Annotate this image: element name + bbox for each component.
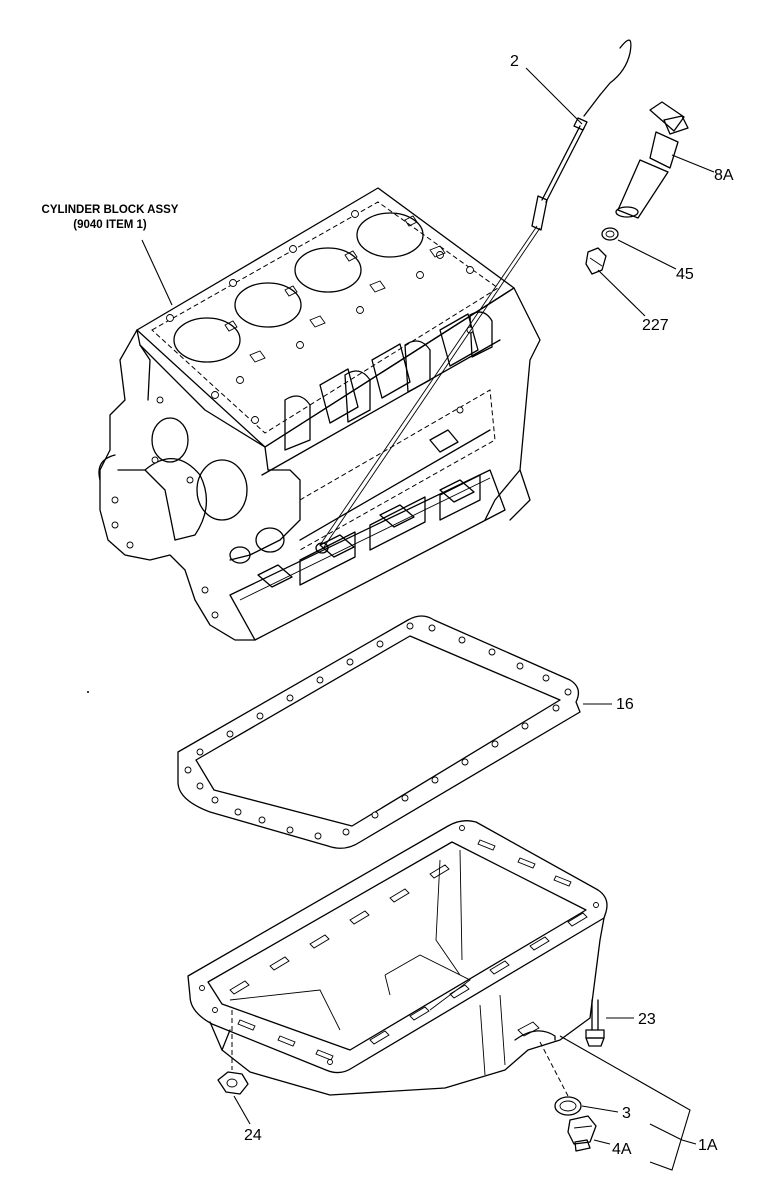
drain-centerline	[539, 1041, 569, 1097]
assembly-subtitle: (9040 ITEM 1)	[73, 219, 147, 231]
callout-45: 45	[676, 266, 694, 283]
callout-1a: 1A	[698, 1137, 718, 1154]
guide-tube-leader	[671, 154, 715, 173]
bolt-227	[585, 247, 607, 275]
assembly-leader	[141, 239, 173, 306]
callout-23: 23	[638, 1011, 656, 1028]
washer-3	[554, 1096, 582, 1116]
callout-24: 24	[244, 1127, 262, 1144]
callout-227: 227	[642, 317, 669, 334]
kit-bracket-1a	[559, 1035, 697, 1171]
callout-8a: 8A	[714, 167, 734, 184]
guide-tube	[615, 101, 689, 219]
callout-16: 16	[616, 696, 634, 713]
oil-pan	[187, 820, 608, 1096]
o-ring-leader	[617, 239, 677, 270]
dipstick-leader	[525, 67, 583, 125]
nut-leader	[233, 1095, 251, 1125]
assembly-title: CYLINDER BLOCK ASSY	[42, 204, 179, 216]
oil-pan-gasket	[177, 615, 581, 849]
callout-2: 2	[510, 53, 519, 70]
stray-dot	[87, 691, 89, 693]
o-ring-45	[601, 227, 619, 241]
nut-24	[217, 1071, 249, 1095]
bolt-23	[585, 999, 605, 1047]
bolt-227-leader	[597, 269, 646, 317]
plug-leader	[593, 1139, 611, 1145]
drain-plug-4a	[567, 1115, 597, 1152]
callout-3: 3	[622, 1105, 631, 1122]
dipstick	[319, 39, 632, 548]
washer-leader	[581, 1105, 619, 1113]
cylinder-block	[98, 187, 541, 641]
callout-4a: 4A	[612, 1141, 632, 1158]
